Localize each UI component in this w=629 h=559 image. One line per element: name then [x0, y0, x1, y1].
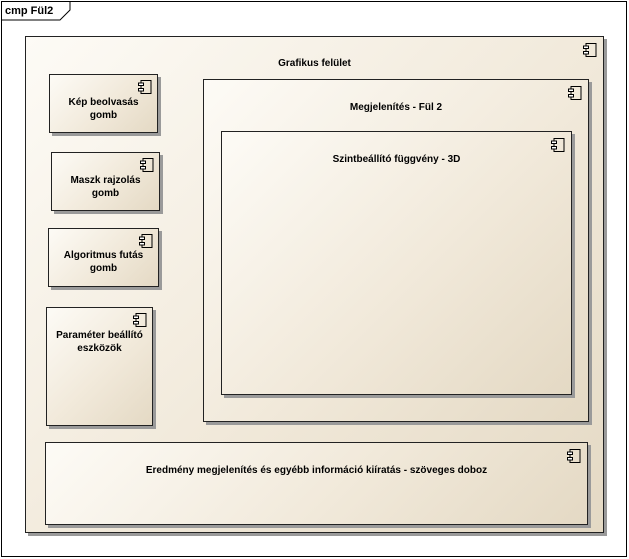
- component-icon: [568, 86, 582, 100]
- component-label-line2: eszközök: [77, 343, 122, 354]
- component-label: Megjelenítés - Fül 2: [349, 102, 443, 113]
- component-icon: [551, 138, 565, 152]
- component-icon: [567, 449, 581, 463]
- component-icon: [140, 158, 154, 172]
- component-szintbeallito-fuggveny-3d[interactable]: Szintbeállító függvény - 3D: [221, 131, 572, 395]
- component-label-line1: Algoritmus futás: [63, 250, 144, 261]
- component-icon: [583, 43, 597, 57]
- component-algoritmus-futas-gomb[interactable]: Algoritmus futás gomb: [48, 228, 159, 287]
- component-label: Grafikus felület: [278, 58, 351, 69]
- component-label-line1: Maszk rajzolás: [70, 175, 141, 186]
- component-icon: [139, 234, 153, 248]
- component-label-line2: gomb: [89, 110, 118, 121]
- component-label-line2: gomb: [91, 188, 120, 199]
- component-label-line2: gomb: [89, 263, 118, 274]
- component-maszk-rajzolas-gomb[interactable]: Maszk rajzolás gomb: [51, 152, 160, 211]
- component-kep-beolvasas-gomb[interactable]: Kép beolvasás gomb: [49, 74, 158, 133]
- component-label: Szintbeállító függvény - 3D: [332, 154, 461, 165]
- component-label-line1: Kép beolvasás: [68, 97, 139, 108]
- component-label-line1: Paraméter beállító: [56, 330, 143, 341]
- component-label: Eredmény megjelenítés és egyébb informác…: [145, 465, 488, 476]
- component-icon: [133, 313, 147, 327]
- component-icon: [138, 80, 152, 94]
- component-eredmeny-szoveges-doboz[interactable]: Eredmény megjelenítés és egyébb informác…: [45, 442, 588, 525]
- component-parameter-beallito-eszkozok[interactable]: Paraméter beállító eszközök: [46, 307, 153, 426]
- frame-title: cmp Fül2: [5, 5, 54, 17]
